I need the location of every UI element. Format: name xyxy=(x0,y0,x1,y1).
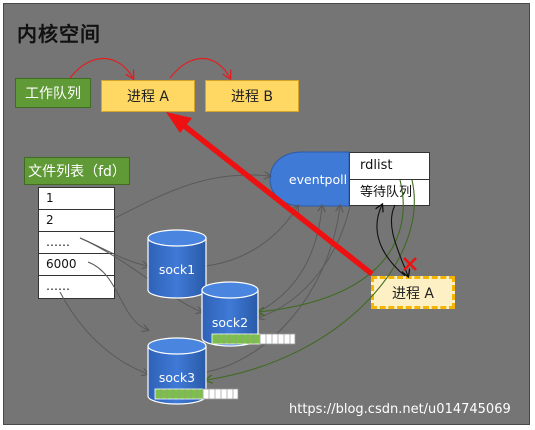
watermark: https://blog.csdn.net/u014745069 xyxy=(289,402,511,417)
fd-row: 2 xyxy=(39,210,114,232)
fd-table: 1 2 …… 6000 …… xyxy=(38,187,115,299)
fd-list-title: 文件列表（fd） xyxy=(28,164,126,180)
rdlist-cell: rdlist xyxy=(360,158,393,173)
wait-queue-cell: 等待队列 xyxy=(350,179,429,205)
waiting-process-label: 进程 A xyxy=(391,285,435,302)
process-to-wait-queue-line xyxy=(377,205,406,277)
sock2-buffer xyxy=(211,333,296,345)
sock3-label: sock3 xyxy=(159,370,195,385)
sock3-to-eventpoll-line xyxy=(205,206,340,373)
rdlist-to-sock3-line xyxy=(206,179,415,380)
sock1-to-eventpoll-line xyxy=(205,206,298,267)
work-queue-label: 工作队列 xyxy=(25,86,81,102)
fd-list-title-box: 文件列表（fd） xyxy=(24,157,130,185)
sock2-cylinder: sock2 xyxy=(201,281,259,347)
rdlist-to-sock2-line xyxy=(258,179,404,312)
process-a-label: 进程 A xyxy=(126,89,170,105)
process-b-label: 进程 B xyxy=(230,89,274,105)
work-queue-box: 工作队列 xyxy=(15,78,91,108)
sock3-buffer xyxy=(154,388,239,400)
process-b-box: 进程 B xyxy=(205,80,299,112)
fd-bottom-to-sock3-line xyxy=(59,291,148,374)
sock2-label: sock2 xyxy=(212,315,248,330)
fd-to-eventpoll-line xyxy=(114,175,270,219)
eventpoll-label: eventpoll xyxy=(289,172,347,187)
eventpoll-shape xyxy=(269,151,350,207)
fd-row: …… xyxy=(46,279,70,293)
sock1-cylinder: sock1 xyxy=(147,229,207,299)
fd-row: 1 xyxy=(39,188,114,210)
process-a-to-process-b-arrow xyxy=(169,57,230,79)
work-queue-to-process-a-arrow xyxy=(69,57,133,79)
sock1-label: sock1 xyxy=(159,262,195,277)
blocked-cross-icon xyxy=(403,257,417,271)
fd-row: 6000 xyxy=(39,254,114,276)
fd-row: …… xyxy=(39,232,114,254)
waiting-process-box: 进程 A xyxy=(371,276,455,309)
fd-dots-to-sock1-line xyxy=(79,237,148,266)
process-a-box: 进程 A xyxy=(101,80,195,112)
fd-6000-to-sock3-line xyxy=(87,261,148,330)
wakeup-red-arrow xyxy=(166,112,374,277)
kernel-space-title: 内核空间 xyxy=(17,22,101,46)
sock2-to-eventpoll-line xyxy=(257,206,322,313)
